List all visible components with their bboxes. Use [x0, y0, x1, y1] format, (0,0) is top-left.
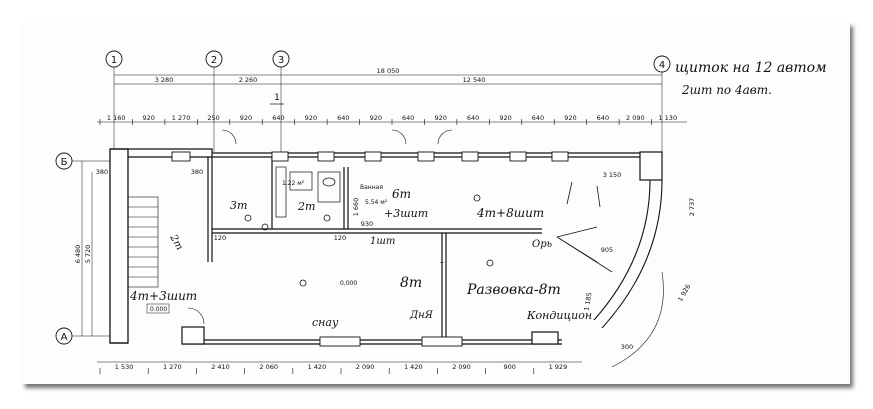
dimension-value: 640: [402, 114, 414, 122]
room-level: 0,000: [340, 280, 357, 287]
section-marker-1: 1: [274, 93, 280, 103]
dim-left-inner: 5 720: [84, 245, 92, 264]
dimension-value: 920: [434, 114, 446, 122]
dim-inner-300: 300: [621, 343, 633, 351]
note-1sht: 1шт: [370, 236, 395, 247]
dim-left-offset: 380: [96, 168, 108, 176]
note-title-line1: щиток на 12 автом: [675, 60, 827, 76]
dimension-value: 920: [305, 114, 317, 122]
note-ory: Орь: [532, 239, 552, 250]
dimension-value: 2 090: [356, 363, 375, 371]
axis-label-1: 1: [111, 55, 117, 66]
room-bath-label: Ванная: [360, 184, 383, 191]
room-area-1: 1.22 м²: [282, 180, 305, 187]
bottom-wall-windows: [319, 336, 463, 347]
dim-seg-c: 12 540: [463, 76, 486, 84]
axis-label-b: Б: [61, 157, 68, 168]
note-3shit: +3шит: [384, 207, 428, 220]
dim-inner-1185: 1 185: [582, 292, 593, 312]
note-8t: 8т: [400, 275, 422, 291]
dimension-value: 920: [564, 114, 576, 122]
dimension-value: 1 420: [404, 363, 423, 371]
dimension-value: 1 160: [107, 114, 126, 122]
note-4t-3shit: 4т+3шит: [129, 289, 197, 303]
axis-label-a: А: [61, 332, 68, 343]
note-title-line2: 2шт по 4авт.: [681, 83, 772, 97]
dimension-value: 640: [532, 114, 544, 122]
note-snau: снау: [312, 316, 339, 329]
dim-inner-120b: 120: [334, 234, 346, 242]
note-4t-8shit: 4т+8шит: [476, 206, 544, 220]
bottom-dimension-chain: 1 530 1 270 2 410 2 060 1 420 2 090 1 420 2 090…: [99, 363, 568, 374]
dimension-value: 2 410: [211, 363, 230, 371]
dimension-value: 640: [272, 114, 284, 122]
dim-seg-a: 3 280: [155, 76, 174, 84]
dimension-value: 1 929: [549, 363, 568, 371]
axis-label-3: 3: [278, 55, 284, 66]
dimension-value: 2 090: [452, 363, 471, 371]
stair-level-box: [146, 303, 170, 314]
dimension-value: 250: [207, 114, 219, 122]
top-wall-piers: [171, 151, 569, 162]
dim-total: 18 050: [377, 67, 400, 75]
dim-right-radius: 1 926: [676, 283, 692, 303]
dimension-value: 1 130: [658, 114, 677, 122]
note-razvodka: Развовка-8т: [466, 282, 561, 298]
dim-seg-b: 2 260: [239, 76, 258, 84]
dimension-value: 920: [499, 114, 511, 122]
note-3t: 3т: [230, 199, 247, 212]
dimension-value: 640: [597, 114, 609, 122]
dimension-value: 1 530: [115, 363, 134, 371]
floor-plan-drawing: 1 2 3 4 Б А 18 050 3 280 2 260 12 540 1 …: [55, 50, 827, 374]
dimension-value: 920: [240, 114, 252, 122]
note-6t: 6т: [392, 187, 411, 201]
dim-right-height: 2 737: [688, 198, 696, 217]
building-walls: [109, 148, 664, 368]
axis-label-4: 4: [659, 60, 665, 71]
note-kondicioner: Кондицион: [526, 309, 592, 322]
note-dnya: ДнЯ: [409, 310, 434, 321]
bathroom-fixtures: [275, 166, 341, 218]
door-swings: [187, 129, 453, 325]
dim-inner-120a: 120: [214, 234, 226, 242]
dim-inner-1660: 1 660: [352, 198, 360, 217]
floor-plan-sheet: 1 2 3 4 Б А 18 050 3 280 2 260 12 540 1 …: [22, 22, 850, 384]
staircase: [127, 196, 159, 288]
marker-t: Т: [439, 262, 444, 269]
dimension-value: 640: [467, 114, 479, 122]
note-2t-left: 2т: [167, 232, 185, 252]
dimension-value: 1 420: [308, 363, 327, 371]
dim-inner-930: 930: [361, 220, 373, 228]
dim-left-offset-2: 380: [191, 168, 203, 176]
stair-level: 0.000: [150, 306, 167, 313]
dimension-value: 1 270: [163, 363, 182, 371]
dimension-value: 920: [142, 114, 154, 122]
room-area-2: 5.54 м²: [365, 199, 388, 206]
electrical-marks: [244, 181, 613, 287]
dimension-value: 920: [370, 114, 382, 122]
dim-inner-3150: 3 150: [603, 171, 622, 179]
dimension-value: 640: [337, 114, 349, 122]
left-dimension-lines: [81, 161, 93, 336]
top-dimension-chain: 1 160 920 1 270 250 920 640 920 640 920 640 920 640…: [99, 114, 677, 125]
dimension-value: 2 090: [626, 114, 645, 122]
dim-left-outer: 6 480: [74, 245, 82, 264]
dim-inner-905: 905: [601, 246, 613, 254]
dimension-value: 1 270: [172, 114, 191, 122]
dimension-value: 2 060: [259, 363, 278, 371]
dimension-value: 900: [503, 363, 515, 371]
axis-label-2: 2: [211, 55, 217, 66]
note-2t: 2т: [297, 200, 315, 213]
